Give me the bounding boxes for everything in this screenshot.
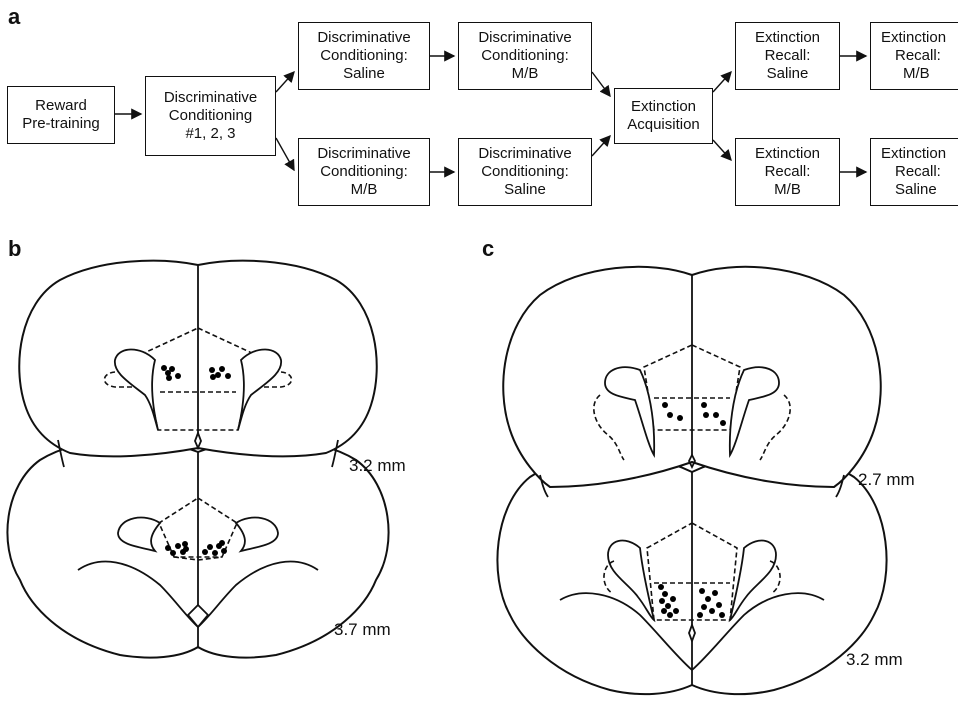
panel-b-brain-sections: [0, 255, 480, 695]
section-label-b-upper: 3.2 mm: [349, 456, 406, 476]
arrow-disc-to-mb: [276, 138, 294, 170]
arrow-saline-to-extinction: [592, 136, 610, 156]
section-label-c-lower: 3.2 mm: [846, 650, 903, 670]
section-b-upper: [19, 261, 376, 467]
section-c-lower: [497, 455, 886, 694]
section-label-c-upper: 2.7 mm: [858, 470, 915, 490]
section-c-upper: [503, 267, 881, 497]
arrow-extinction-to-recall-saline: [713, 72, 731, 92]
arrow-extinction-to-recall-mb: [713, 140, 731, 160]
arrow-disc-to-saline: [276, 72, 294, 92]
section-b-lower: [7, 439, 388, 657]
arrow-mb-to-extinction: [592, 72, 610, 96]
section-label-b-lower: 3.7 mm: [334, 620, 391, 640]
